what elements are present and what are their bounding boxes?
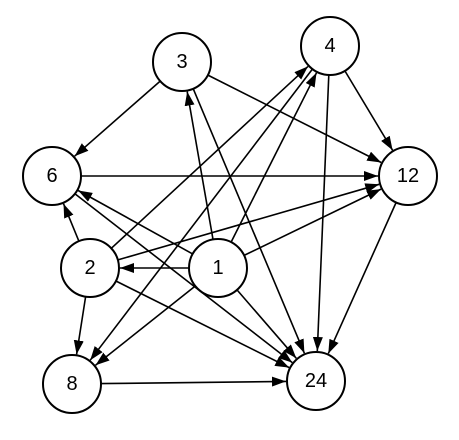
node-circle-12 <box>378 146 438 206</box>
edge-1-to-24 <box>236 289 297 359</box>
node-label-2: 2 <box>84 257 95 279</box>
edge-2-to-8 <box>73 296 87 355</box>
edge-3-to-12 <box>207 74 382 164</box>
node-8: 8 <box>42 354 102 414</box>
node-4: 4 <box>300 16 360 76</box>
node-circle-24 <box>286 351 346 411</box>
edge-2-to-24 <box>115 280 290 369</box>
node-3: 3 <box>152 32 212 92</box>
edges-layer <box>62 65 397 387</box>
node-circle-4 <box>300 16 360 76</box>
edge-12-to-24 <box>327 202 397 354</box>
node-1: 1 <box>188 238 248 298</box>
node-circle-1 <box>188 238 248 298</box>
node-2: 2 <box>60 238 120 298</box>
edge-8-to-24 <box>100 376 287 387</box>
node-circle-3 <box>152 32 212 92</box>
edge-6-to-24 <box>74 193 293 364</box>
node-12: 12 <box>378 146 438 206</box>
edge-4-to-24 <box>312 74 330 352</box>
node-label-12: 12 <box>397 165 419 187</box>
edge-3-to-6 <box>74 80 161 157</box>
edge-4-to-12 <box>344 70 394 151</box>
node-label-24: 24 <box>305 370 327 392</box>
node-label-8: 8 <box>66 373 77 395</box>
node-circle-8 <box>42 354 102 414</box>
node-label-6: 6 <box>46 165 57 187</box>
edge-4-to-8 <box>89 68 314 361</box>
edge-1-to-12 <box>243 188 382 257</box>
edge-3-to-24 <box>192 88 306 354</box>
node-label-1: 1 <box>212 257 223 279</box>
node-circle-2 <box>60 238 120 298</box>
edge-2-to-4 <box>110 65 309 249</box>
edge-1-to-8 <box>95 285 196 366</box>
node-label-3: 3 <box>176 51 187 73</box>
node-24: 24 <box>286 351 346 411</box>
edge-2-to-6 <box>62 203 80 242</box>
node-6: 6 <box>22 146 82 206</box>
node-label-4: 4 <box>324 35 335 57</box>
node-circle-6 <box>22 146 82 206</box>
